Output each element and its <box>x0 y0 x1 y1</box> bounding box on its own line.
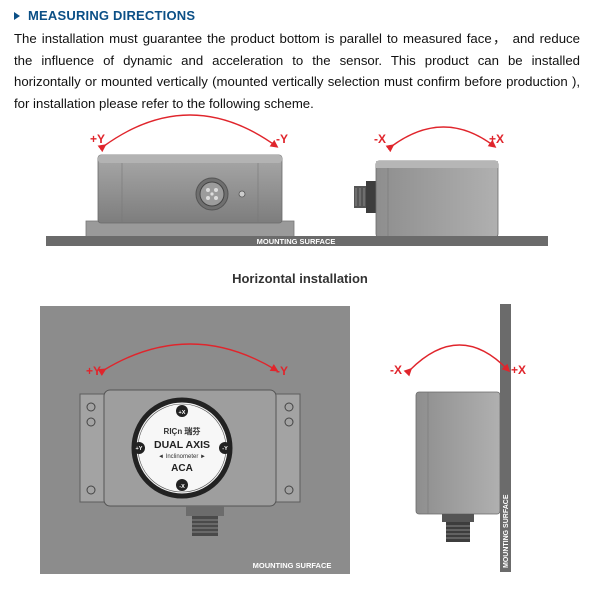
horizontal-y-rotation-arrow <box>97 114 279 153</box>
label-plus-y-top: +Y <box>90 132 105 146</box>
horizontal-side-view <box>354 160 499 238</box>
horizontal-x-rotation-arrow <box>385 126 497 153</box>
dial-plus-y: +Y <box>136 446 143 452</box>
section-title: MEASURING DIRECTIONS <box>28 8 196 23</box>
dial-brand: RIÇn 瑞芬 <box>164 426 202 436</box>
installation-paragraph: The installation must guarantee the prod… <box>14 31 580 111</box>
dial-plus-x: +X <box>179 410 186 416</box>
vertical-side-surface-label: MOUNTING SURFACE <box>503 494 510 568</box>
dial-model: ACA <box>171 463 193 474</box>
vertical-x-rotation-arrow <box>403 344 511 377</box>
triangle-bullet-icon <box>14 11 20 20</box>
label-minus-y-top: -Y <box>276 132 288 146</box>
dial-subtitle: ◄ Inclinometer ► <box>158 454 206 460</box>
label-minus-x-top: -X <box>374 132 386 146</box>
vertical-side-mounting-surface <box>500 304 511 572</box>
dial-minus-x: -X <box>179 484 185 490</box>
dial-product-name: DUAL AXIS <box>154 439 210 451</box>
vertical-y-rotation-arrow <box>97 343 279 377</box>
vertical-surface-label: MOUNTING SURFACE <box>253 561 332 570</box>
section-header: MEASURING DIRECTIONS <box>14 8 195 23</box>
vertical-side-view <box>415 391 501 542</box>
horizontal-mounting-surface <box>46 236 548 246</box>
horizontal-installation-caption: Horizontal installation <box>232 271 368 286</box>
label-plus-x-top: +X <box>489 132 504 146</box>
label-plus-x-bottom: +X <box>511 363 526 377</box>
dial-minus-y: -Y <box>222 446 228 452</box>
horizontal-surface-label: MOUNTING SURFACE <box>257 237 336 246</box>
inclinometer-dial <box>131 397 233 499</box>
horizontal-front-view <box>85 154 295 238</box>
label-minus-y-bottom: -Y <box>276 364 288 378</box>
label-plus-y-bottom: +Y <box>86 364 101 378</box>
label-minus-x-bottom: -X <box>390 363 402 377</box>
